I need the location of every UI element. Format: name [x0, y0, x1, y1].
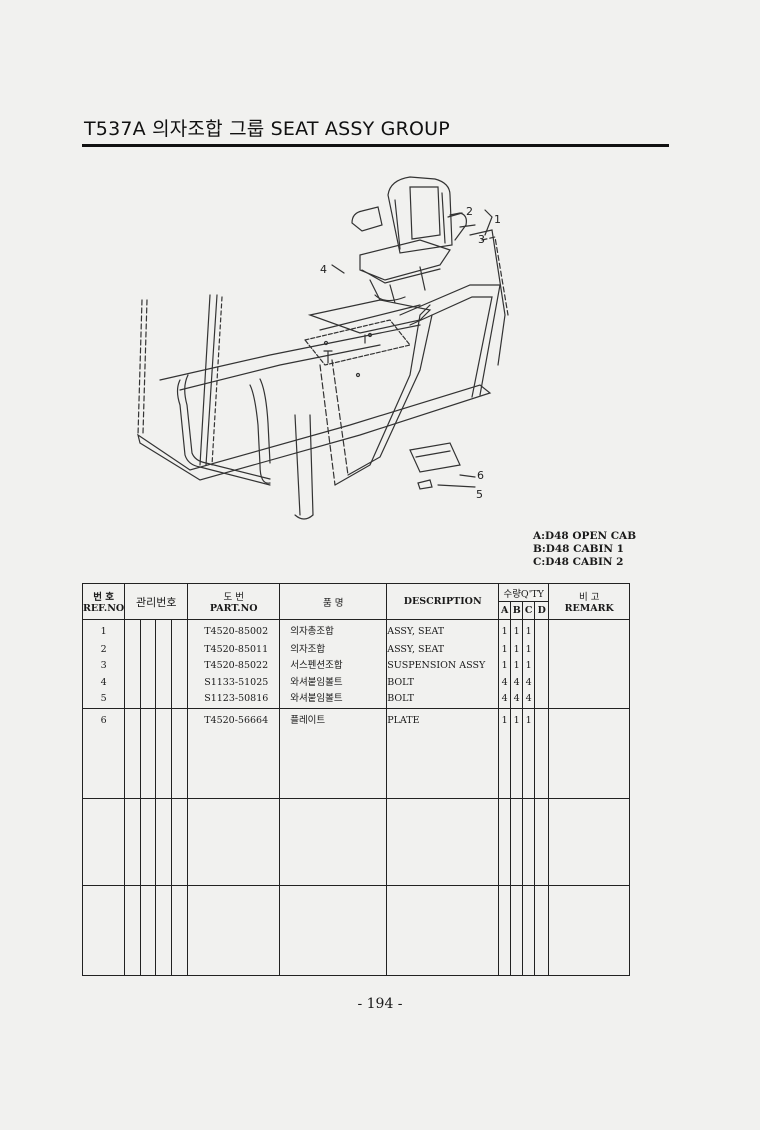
row-desc: BOLT: [386, 691, 500, 708]
title-rule: [82, 144, 669, 147]
row-qty-b: 4: [510, 691, 524, 708]
qty-d-header: D: [534, 601, 550, 620]
row-qty-d: [534, 619, 550, 642]
row-qty-c: 1: [522, 658, 536, 675]
qty-c-header: C: [522, 601, 536, 620]
table-row: 2 T4520-85011 의자조합 ASSY, SEAT 1 1 1: [81, 641, 631, 658]
callout-1: 1: [494, 213, 501, 226]
row-part-no: T4520-85011: [187, 641, 281, 658]
row-qty-c: 4: [522, 674, 536, 691]
ref-header: 번 호 REF.NO: [81, 583, 126, 620]
seat-assembly-diagram: 1 2 3 4 5 6: [137, 176, 509, 520]
row-qty-d: [534, 674, 550, 691]
ref-header-kr: 번 호: [93, 592, 114, 603]
table-row: 1 T4520-85002 의자총조합 ASSY, SEAT 1 1 1: [81, 619, 631, 642]
cab-legend-c: C:D48 CABIN 2: [533, 556, 624, 568]
row-qty-d: [534, 691, 550, 708]
part-header: 도 번 PART.NO: [187, 583, 281, 620]
page-number: - 194 -: [357, 996, 403, 1012]
row-remark: [548, 707, 631, 798]
page-title: T537A 의자조합 그룹 SEAT ASSY GROUP: [84, 118, 450, 140]
callout-6: 6: [477, 469, 484, 482]
row-name-kr: 와셔붙임볼트: [279, 691, 388, 708]
row-qty-b: 1: [510, 619, 524, 642]
qty-a-header: A: [498, 601, 512, 620]
row-ref: 1: [81, 619, 126, 642]
table-row: 3 T4520-85022 서스펜션조합 SUSPENSION ASSY 1 1…: [81, 658, 631, 675]
row-qty-a: 4: [498, 674, 512, 691]
row-qty-b: 1: [510, 641, 524, 658]
row-qty-a: 1: [498, 641, 512, 658]
qty-b-header: B: [510, 601, 524, 620]
row-qty-b: 4: [510, 674, 524, 691]
callout-5: 5: [476, 488, 483, 501]
name-header: 품 명: [279, 583, 388, 620]
row-desc: PLATE: [386, 707, 500, 798]
row-qty-a: 4: [498, 691, 512, 708]
row-qty-b: 1: [510, 658, 524, 675]
row-desc: BOLT: [386, 674, 500, 691]
row-remark: [548, 619, 631, 642]
table-row: 5 S1123-50816 와셔붙임볼트 BOLT 4 4 4: [81, 691, 631, 708]
remark-header-kr: 비 고: [578, 592, 600, 603]
row-qty-a: 1: [498, 619, 512, 642]
row-qty-c: 4: [522, 691, 536, 708]
row-remark: [548, 641, 631, 658]
callout-3: 3: [478, 233, 485, 246]
row-desc: ASSY, SEAT: [386, 641, 500, 658]
remark-header-en: REMARK: [564, 603, 614, 614]
row-ref: 6: [81, 707, 126, 798]
row-qty-a: 1: [498, 707, 512, 798]
row-qty-a: 1: [498, 658, 512, 675]
row-qty-c: 1: [522, 707, 536, 798]
qty-header: 수량Q'TY: [498, 583, 550, 602]
row-ref: 4: [81, 674, 126, 691]
row-name-kr: 의자총조합: [279, 619, 388, 642]
table-row: 6 T4520-56664 플레이트 PLATE 1 1 1: [81, 707, 631, 798]
row-part-no: T4520-85002: [187, 619, 281, 642]
cab-legend: A:D48 OPEN CAB B:D48 CABIN 1 C:D48 CABIN…: [533, 530, 636, 569]
row-ref: 5: [81, 691, 126, 708]
row-part-no: T4520-85022: [187, 658, 281, 675]
row-qty-c: 1: [522, 641, 536, 658]
cab-legend-b: B:D48 CABIN 1: [533, 543, 624, 555]
row-qty-b: 1: [510, 707, 524, 798]
row-remark: [548, 658, 631, 675]
part-header-kr: 도 번: [223, 592, 244, 603]
cab-legend-a: A:D48 OPEN CAB: [533, 530, 637, 542]
ref-header-en: REF.NO: [83, 603, 125, 614]
row-name-kr: 의자조합: [279, 641, 388, 658]
row-name-kr: 서스펜션조합: [279, 658, 388, 675]
row-desc: SUSPENSION ASSY: [386, 658, 500, 675]
row-name-kr: 와셔붙임볼트: [279, 674, 388, 691]
part-header-en: PART.NO: [209, 603, 258, 614]
row-qty-c: 1: [522, 619, 536, 642]
row-qty-d: [534, 707, 550, 798]
mgmt-header: 관리번호: [124, 583, 189, 620]
row-qty-d: [534, 641, 550, 658]
table-row: 4 S1133-51025 와셔붙임볼트 BOLT 4 4 4: [81, 674, 631, 691]
row-part-no: S1123-50816: [187, 691, 281, 708]
row-part-no: T4520-56664: [187, 707, 281, 798]
table-row-empty: [81, 884, 631, 976]
row-name-kr: 플레이트: [279, 707, 388, 798]
row-ref: 3: [81, 658, 126, 675]
remark-header: 비 고 REMARK: [548, 583, 631, 620]
callout-2: 2: [466, 205, 473, 218]
row-remark: [548, 691, 631, 708]
row-qty-d: [534, 658, 550, 675]
callout-4: 4: [320, 263, 327, 276]
row-remark: [548, 674, 631, 691]
row-part-no: S1133-51025: [187, 674, 281, 691]
desc-header: DESCRIPTION: [386, 583, 500, 620]
row-desc: ASSY, SEAT: [386, 619, 500, 642]
parts-table: 번 호 REF.NO 관리번호 도 번 PART.NO 품 명 DESCRIPT…: [81, 583, 631, 976]
table-row-empty: [81, 797, 631, 885]
row-ref: 2: [81, 641, 126, 658]
